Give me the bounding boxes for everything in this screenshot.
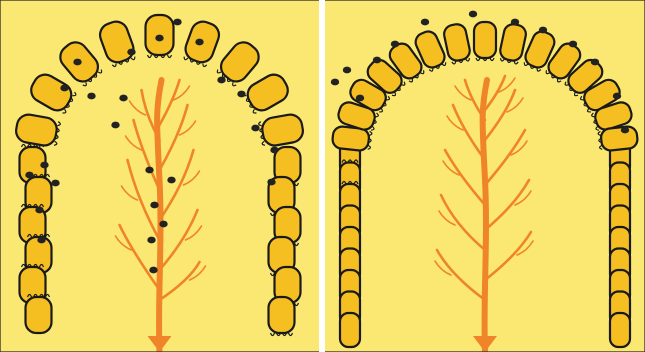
dark-particle-icon xyxy=(60,85,68,92)
dark-particle-icon xyxy=(35,207,43,214)
epithelial-cell xyxy=(610,313,630,347)
dark-particle-icon xyxy=(391,41,399,48)
dark-particle-icon xyxy=(373,57,381,64)
dark-particle-icon xyxy=(267,179,275,186)
dark-particle-icon xyxy=(87,93,95,100)
dark-particle-icon xyxy=(25,172,33,179)
left-panel-loose-cells xyxy=(0,0,319,352)
dark-particle-icon xyxy=(195,39,203,46)
dark-particle-icon xyxy=(613,93,621,100)
dark-particle-icon xyxy=(591,59,599,66)
dark-particle-icon xyxy=(621,127,629,134)
epithelial-cell xyxy=(269,297,295,336)
epithelial-cell xyxy=(474,22,496,61)
dark-particle-icon xyxy=(331,79,339,86)
dark-particle-icon xyxy=(421,19,429,26)
epithelial-cell xyxy=(26,295,52,334)
dark-particle-icon xyxy=(237,91,245,98)
dark-particle-icon xyxy=(119,95,127,102)
panel-divider xyxy=(319,0,325,352)
dark-particle-icon xyxy=(539,27,547,34)
dark-particle-icon xyxy=(147,237,155,244)
dark-particle-icon xyxy=(127,49,135,56)
dark-particle-icon xyxy=(469,11,477,18)
dark-particle-icon xyxy=(270,147,278,154)
right-panel-tight-cells xyxy=(325,0,645,352)
dark-particle-icon xyxy=(150,202,158,209)
dark-particle-icon xyxy=(569,41,577,48)
dark-particle-icon xyxy=(37,237,45,244)
dark-particle-icon xyxy=(173,19,181,26)
dark-particle-icon xyxy=(40,162,48,169)
dark-particle-icon xyxy=(111,122,119,129)
dark-particle-icon xyxy=(159,221,167,228)
dark-particle-icon xyxy=(356,95,364,102)
dark-particle-icon xyxy=(51,180,59,187)
dark-particle-icon xyxy=(343,67,351,74)
dark-particle-icon xyxy=(511,19,519,26)
dark-particle-icon xyxy=(145,167,153,174)
epithelial-cell xyxy=(340,313,360,347)
dark-particle-icon xyxy=(251,125,259,132)
dark-particle-icon xyxy=(217,77,225,84)
dark-particle-icon xyxy=(167,177,175,184)
dark-particle-icon xyxy=(73,59,81,66)
dark-particle-icon xyxy=(155,35,163,42)
dark-particle-icon xyxy=(149,267,157,274)
